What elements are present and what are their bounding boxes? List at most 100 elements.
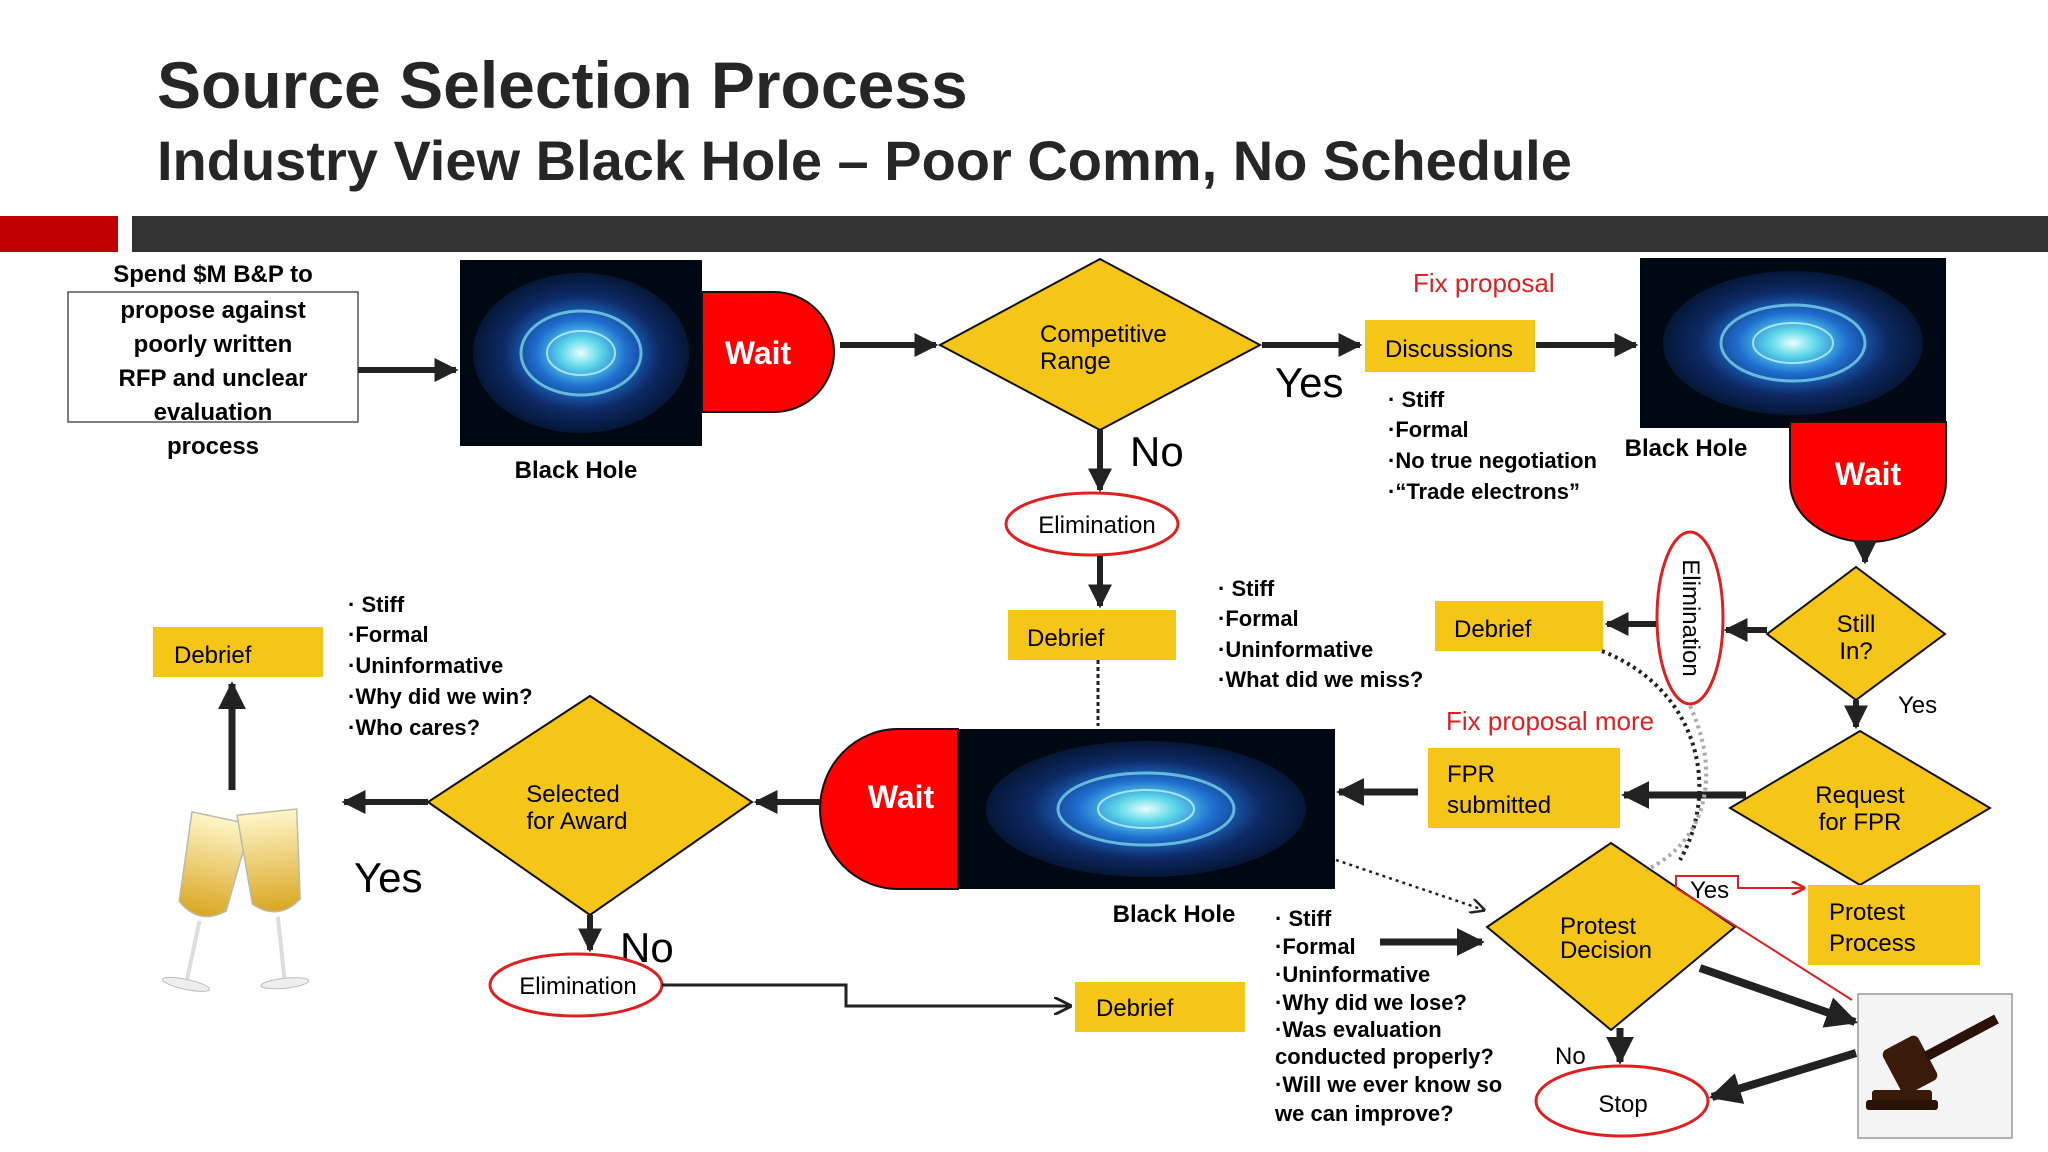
selected-for-award-line-2: for Award bbox=[527, 808, 628, 835]
bullet: ·Why did we lose? bbox=[1275, 990, 1467, 1015]
black-hole-icon bbox=[1663, 271, 1923, 415]
debrief-box-bottom: Debrief bbox=[1075, 982, 1245, 1032]
black-hole-label: Black Hole bbox=[1113, 901, 1236, 928]
diamond-competitive-range: Competitive Range bbox=[937, 257, 1263, 432]
discussions-box: Discussions bbox=[1365, 320, 1535, 372]
bullet: conducted properly? bbox=[1275, 1044, 1494, 1069]
bullet: ·“Trade electrons” bbox=[1388, 479, 1580, 504]
bullet: · Stiff bbox=[1388, 387, 1445, 412]
bullet: ·Was evaluation bbox=[1275, 1017, 1442, 1042]
fpr-submitted-line-1: FPR bbox=[1447, 761, 1495, 788]
bullet: ·Uninformative bbox=[348, 653, 503, 678]
bullet: ·No true negotiation bbox=[1388, 448, 1597, 473]
yes-label-still-in: Yes bbox=[1898, 692, 1937, 719]
black-hole-icon bbox=[473, 273, 689, 433]
competitive-range-line-1: Competitive bbox=[1040, 321, 1167, 348]
start-box-line-4: RFP and unclear bbox=[119, 365, 308, 392]
elimination-label: Elimination bbox=[1038, 512, 1155, 539]
diamond-request-fpr: Request for FPR bbox=[1728, 729, 1992, 887]
champagne-icon bbox=[161, 808, 310, 992]
discussions-bullets: · Stiff ·Formal ·No true negotiation ·“T… bbox=[1388, 387, 1597, 504]
debrief-win-bullets: · Stiff ·Formal ·Uninformative ·Why did … bbox=[348, 592, 533, 740]
fpr-submitted-box: FPR submitted bbox=[1428, 748, 1620, 828]
yes-label-1: Yes bbox=[1275, 359, 1344, 406]
protest-decision-line-2: Decision bbox=[1560, 937, 1652, 964]
elimination-oval-vertical: Elimination bbox=[1655, 530, 1725, 706]
yes-label-award: Yes bbox=[354, 854, 423, 901]
elimination-oval-1: Elimination bbox=[1004, 491, 1180, 557]
start-box-line-5: evaluation bbox=[154, 399, 273, 426]
no-label-1: No bbox=[1130, 428, 1184, 475]
bullet: · Stiff bbox=[348, 592, 405, 617]
start-box-line-6: process bbox=[167, 433, 259, 460]
black-hole-label: Black Hole bbox=[1625, 435, 1748, 462]
debrief-mid-bullets: · Stiff ·Formal ·Uninformative ·What did… bbox=[1218, 576, 1423, 692]
debrief-label: Debrief bbox=[1027, 625, 1105, 652]
still-in-line-1: Still bbox=[1837, 611, 1876, 638]
discussions-label: Discussions bbox=[1385, 336, 1513, 363]
elimination-oval-2: Elimination bbox=[488, 952, 664, 1018]
connectors bbox=[218, 333, 1877, 1104]
bullet: ·Why did we win? bbox=[348, 684, 533, 709]
header-bar-red bbox=[0, 216, 118, 252]
bullet: · Stiff bbox=[1275, 906, 1332, 931]
page-title: Source Selection Process bbox=[157, 48, 968, 122]
debrief-box-mid: Debrief bbox=[1008, 610, 1176, 660]
bullet: · Stiff bbox=[1218, 576, 1275, 601]
bullet: ·Who cares? bbox=[348, 715, 480, 740]
start-box-line-2: propose against bbox=[120, 297, 305, 324]
wait-shape-3: Wait bbox=[819, 728, 959, 890]
page-subtitle: Industry View Black Hole – Poor Comm, No… bbox=[157, 129, 1572, 192]
diamond-protest-decision: Protest Decision bbox=[1485, 841, 1737, 1032]
request-fpr-line-1: Request bbox=[1815, 782, 1905, 809]
bullet: ·Uninformative bbox=[1275, 962, 1430, 987]
bullet: ·Formal bbox=[1275, 934, 1356, 959]
bullet: ·Formal bbox=[1218, 606, 1299, 631]
bullet: ·What did we miss? bbox=[1218, 667, 1423, 692]
start-box-line-1: Spend $M B&P to bbox=[113, 261, 313, 288]
bullet: ·Formal bbox=[348, 622, 429, 647]
start-box: Spend $M B&P to propose against poorly w… bbox=[67, 261, 359, 460]
stop-label: Stop bbox=[1598, 1091, 1647, 1118]
wait-label: Wait bbox=[1835, 456, 1902, 492]
bullet: ·Uninformative bbox=[1218, 637, 1373, 662]
debrief-lose-bullets: · Stiff ·Formal ·Uninformative ·Why did … bbox=[1274, 906, 1502, 1126]
debrief-box-right: Debrief bbox=[1435, 601, 1603, 651]
diamond-still-in: Still In? bbox=[1765, 565, 1947, 702]
debrief-label: Debrief bbox=[174, 642, 252, 669]
protest-red-connectors bbox=[1675, 875, 1853, 1001]
debrief-label: Debrief bbox=[1454, 616, 1532, 643]
start-box-line-3: poorly written bbox=[134, 331, 293, 358]
protest-decision-line-1: Protest bbox=[1560, 913, 1636, 940]
bullet: ·Formal bbox=[1388, 417, 1469, 442]
debrief-box-win: Debrief bbox=[153, 627, 323, 677]
competitive-range-line-2: Range bbox=[1040, 348, 1111, 375]
still-in-line-2: In? bbox=[1839, 638, 1872, 665]
bullet: ·Will we ever know so bbox=[1275, 1072, 1502, 1097]
elimination-label: Elimination bbox=[1677, 559, 1704, 676]
protest-process-box: Protest Process bbox=[1808, 885, 1980, 965]
black-hole-2: Black Hole bbox=[1625, 258, 1946, 462]
black-hole-1: Black Hole bbox=[460, 260, 702, 484]
protest-process-line-2: Process bbox=[1829, 930, 1916, 957]
fpr-submitted-line-2: submitted bbox=[1447, 792, 1551, 819]
protest-process-line-1: Protest bbox=[1829, 899, 1905, 926]
black-hole-3: Black Hole bbox=[958, 729, 1335, 928]
stop-oval: Stop bbox=[1534, 1064, 1710, 1138]
debrief-label: Debrief bbox=[1096, 995, 1174, 1022]
header-bar-dark bbox=[132, 216, 2048, 252]
black-hole-label: Black Hole bbox=[515, 457, 638, 484]
wait-shape-2: Wait bbox=[1789, 421, 1947, 543]
fix-proposal-note: Fix proposal bbox=[1413, 268, 1555, 298]
request-fpr-line-2: for FPR bbox=[1819, 809, 1902, 836]
wait-label: Wait bbox=[868, 779, 935, 815]
fix-proposal-more-note: Fix proposal more bbox=[1446, 706, 1654, 736]
wait-label: Wait bbox=[725, 335, 792, 371]
selected-for-award-line-1: Selected bbox=[526, 781, 619, 808]
black-hole-icon bbox=[986, 741, 1306, 877]
elimination-label: Elimination bbox=[519, 973, 636, 1000]
bullet: we can improve? bbox=[1274, 1101, 1454, 1126]
no-label-protest: No bbox=[1555, 1043, 1586, 1070]
yes-label-protest: Yes bbox=[1690, 877, 1729, 904]
